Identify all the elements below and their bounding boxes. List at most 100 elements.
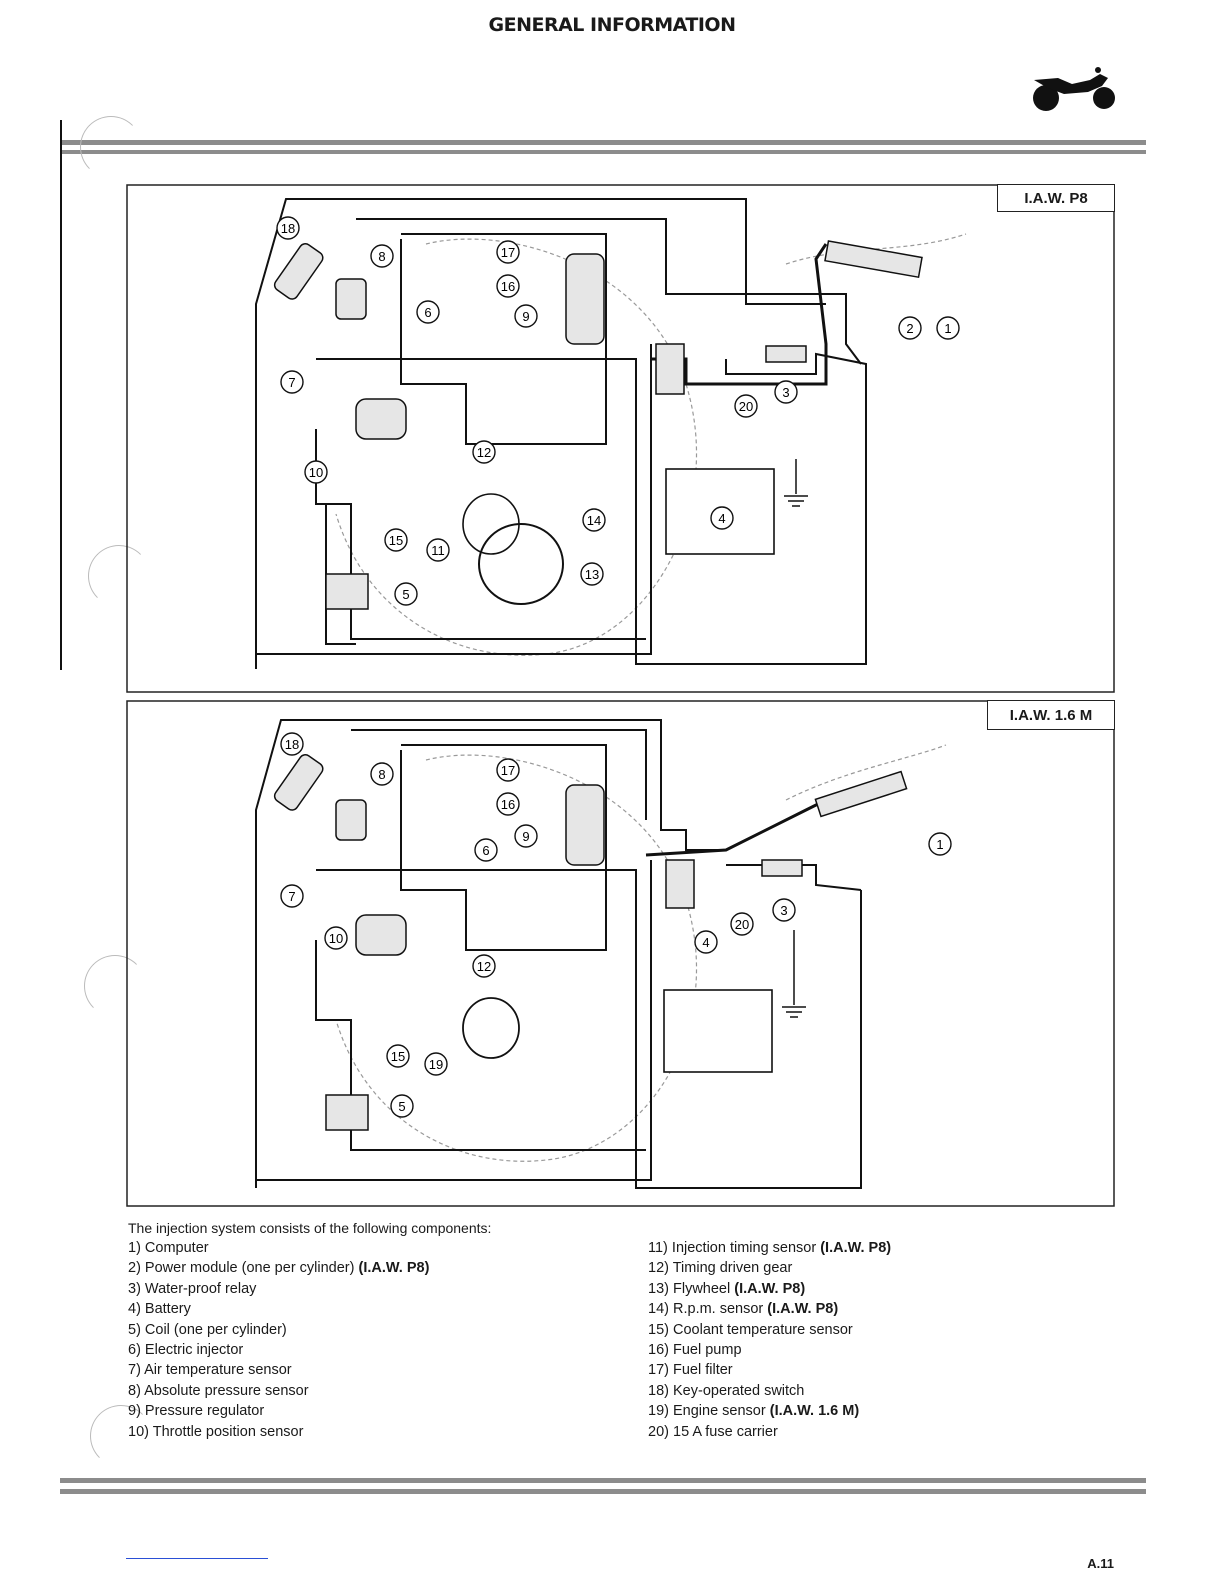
callout-circle <box>496 274 520 298</box>
callout-circle <box>734 394 758 418</box>
battery-symbol <box>663 989 773 1073</box>
callout-circle <box>710 506 734 530</box>
punch-hole <box>80 116 142 178</box>
legend-item: 3) Water-proof relay <box>128 1279 429 1299</box>
callout-circle <box>496 758 520 782</box>
wire <box>316 358 867 665</box>
callout-number: 1 <box>944 321 951 336</box>
callout-circle <box>514 304 538 328</box>
legend-item: 17) Fuel filter <box>648 1360 891 1380</box>
callout-circle <box>280 370 304 394</box>
callout-number: 20 <box>735 917 749 932</box>
callout-number: 11 <box>431 543 445 558</box>
legend-item-number: 9) <box>128 1403 145 1420</box>
callout-circle <box>730 912 754 936</box>
computer-shape <box>824 240 923 279</box>
callout-number: 15 <box>389 533 403 548</box>
punch-hole <box>88 545 150 607</box>
callout-number: 9 <box>522 829 529 844</box>
legend-intro: The injection system consists of the fol… <box>128 1220 492 1236</box>
callout-number: 3 <box>782 385 789 400</box>
legend-item: 2) Power module (one per cylinder) (I.A.… <box>128 1258 429 1278</box>
panel-frame <box>126 184 1115 693</box>
wire <box>255 344 652 669</box>
legend-item: 12) Timing driven gear <box>648 1258 891 1278</box>
key-switch-shape <box>273 754 324 811</box>
legend-item-number: 12) <box>648 1260 673 1277</box>
callout-number: 18 <box>285 737 299 752</box>
engine-outline <box>785 744 947 801</box>
gear-shape <box>462 997 520 1059</box>
wire <box>255 198 826 669</box>
legend-item-text: Timing driven gear <box>672 1260 793 1277</box>
callout-circle <box>694 930 718 954</box>
wire <box>316 869 862 1189</box>
legend-item-number: 14) <box>648 1301 673 1318</box>
callout-number: 18 <box>281 221 295 236</box>
legend-item-text: Computer <box>144 1240 209 1256</box>
legend-item-text: Power module (one per cylinder) <box>144 1260 359 1277</box>
legend-item-number: 4) <box>128 1301 145 1318</box>
callout-number: 5 <box>398 1099 405 1114</box>
legend-item-text: Key-operated switch <box>673 1382 805 1399</box>
legend-item-text: Absolute pressure sensor <box>144 1382 309 1399</box>
legend-item-text: Air temperature sensor <box>144 1362 292 1379</box>
legend-item: 9) Pressure regulator <box>128 1401 429 1421</box>
ground-symbol <box>782 1006 806 1018</box>
callout-circle <box>472 954 496 978</box>
callout-number: 3 <box>780 903 787 918</box>
legend-item: 13) Flywheel (I.A.W. P8) <box>648 1279 891 1299</box>
fuel-pump-shape <box>565 784 605 866</box>
callout-number: 4 <box>718 511 725 526</box>
legend-item: 8) Absolute pressure sensor <box>128 1381 429 1401</box>
key-switch-shape <box>273 243 324 300</box>
punch-hole <box>90 1405 152 1467</box>
legend-item: 20) 15 A fuse carrier <box>648 1422 891 1442</box>
page-title: GENERAL INFORMATION <box>488 14 736 36</box>
legend-item-number: 18) <box>648 1382 673 1399</box>
page-number: A.11 <box>1087 1556 1114 1571</box>
legend-item: 4) Battery <box>128 1299 429 1319</box>
link-underline <box>126 1558 268 1559</box>
wire <box>315 940 646 1151</box>
relay-shape <box>761 859 803 877</box>
callout-number: 17 <box>501 763 515 778</box>
diagram-label: I.A.W. 1.6 M <box>987 700 1115 730</box>
legend-item-text: Coil (one per cylinder) <box>144 1321 287 1338</box>
callout-number: 13 <box>585 567 599 582</box>
callout-circle <box>424 1052 448 1076</box>
binder-margin-line <box>60 120 62 670</box>
legend-item-text: R.p.m. sensor <box>673 1301 768 1318</box>
flywheel-shape <box>478 523 564 605</box>
callout-circle <box>898 316 922 340</box>
motorcycle-icon <box>1033 67 1115 111</box>
callout-circle <box>280 884 304 908</box>
legend-item: 14) R.p.m. sensor (I.A.W. P8) <box>648 1299 891 1319</box>
legend-item: 6) Electric injector <box>128 1340 429 1360</box>
legend-item-number: 2) <box>128 1260 145 1277</box>
callout-number: 6 <box>482 843 489 858</box>
callout-number: 1 <box>936 837 943 852</box>
top-rule <box>60 140 1146 145</box>
callout-number: 10 <box>309 465 323 480</box>
wire <box>255 719 726 1188</box>
legend-item-text: Injection timing sensor <box>671 1240 821 1256</box>
legend-item-text: Flywheel <box>673 1280 735 1297</box>
callout-number: 7 <box>288 375 295 390</box>
legend-item: 5) Coil (one per cylinder) <box>128 1320 429 1340</box>
callout-circle <box>774 380 798 404</box>
legend-item: 19) Engine sensor (I.A.W. 1.6 M) <box>648 1401 891 1421</box>
punch-hole <box>84 955 146 1017</box>
panel-frame <box>126 700 1115 1207</box>
callout-number: 9 <box>522 309 529 324</box>
engine-outline <box>335 754 697 1162</box>
legend-item-number: 19) <box>648 1403 673 1420</box>
wire <box>400 744 607 951</box>
callout-circle <box>426 538 450 562</box>
legend-item-number: 17) <box>648 1362 673 1379</box>
bottom-rule-thin <box>60 1489 1146 1494</box>
callout-circle <box>370 762 394 786</box>
diagram-label: I.A.W. P8 <box>997 184 1115 212</box>
callout-number: 10 <box>329 931 343 946</box>
